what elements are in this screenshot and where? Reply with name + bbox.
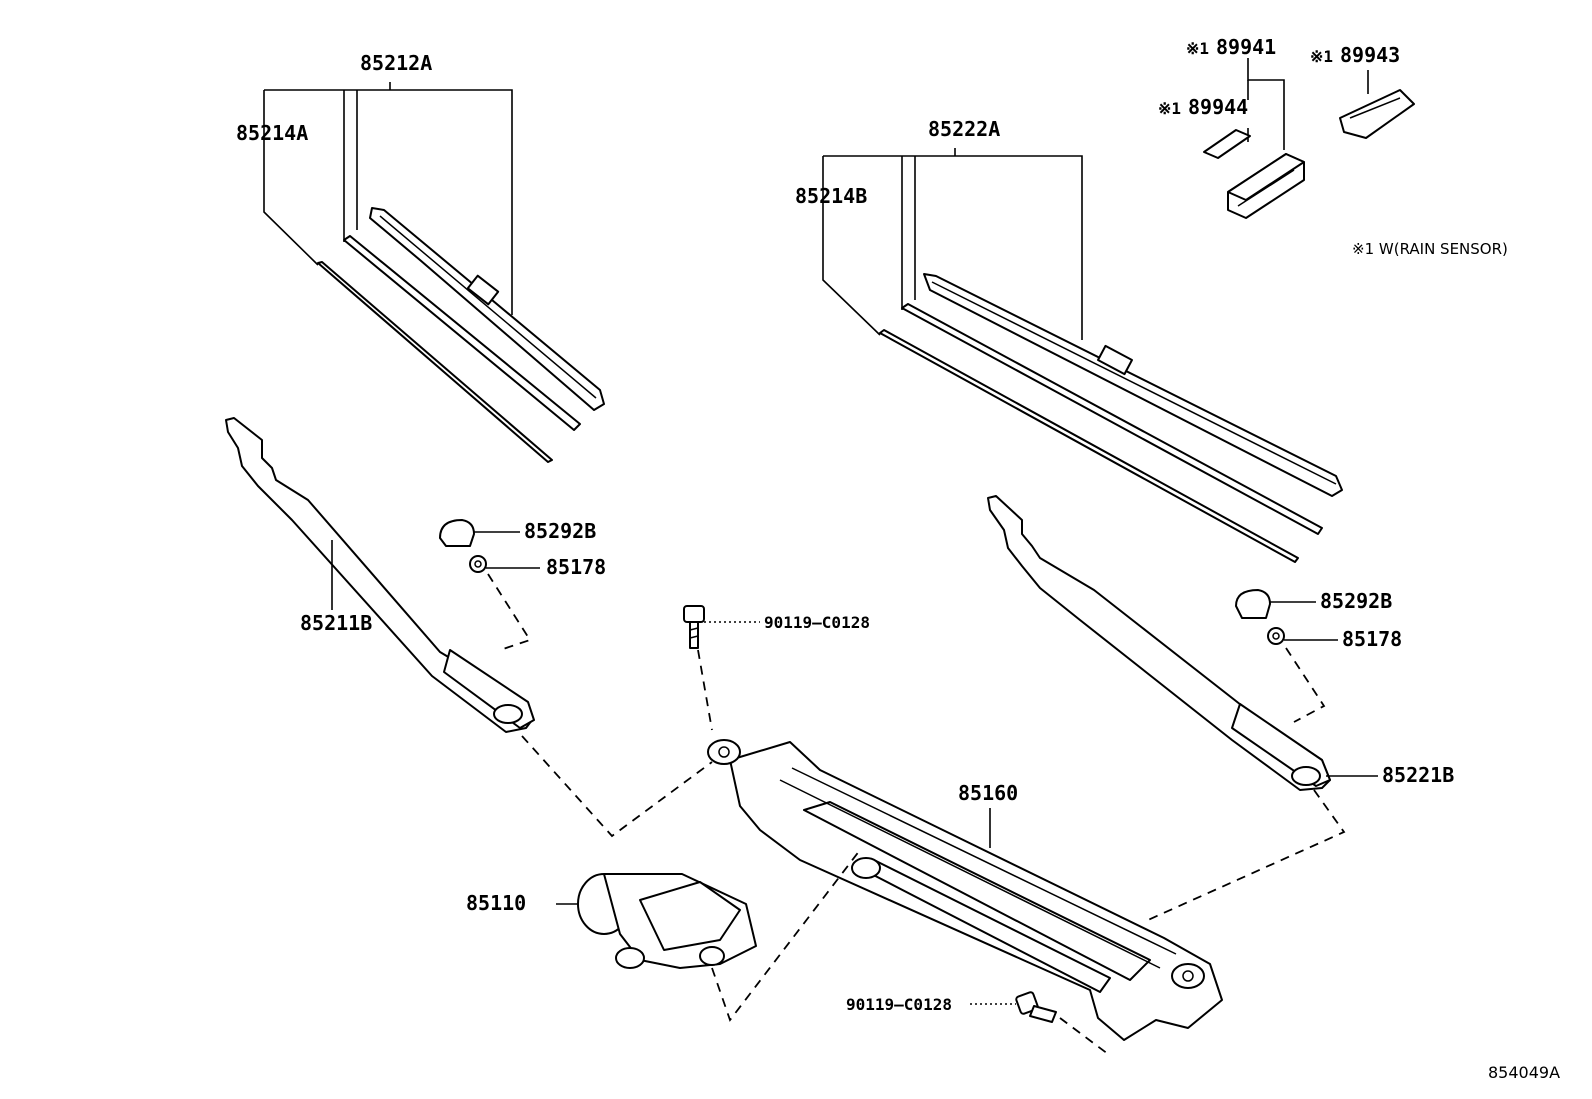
- left-nut-85178: [469, 555, 487, 573]
- left-blade-bracket-lines: [263, 82, 513, 315]
- diagram-reference-code: 854049A: [1488, 1063, 1560, 1082]
- label-85221B: 85221B: [1382, 763, 1454, 787]
- left-leaders: [331, 531, 713, 838]
- label-89943: 89943: [1340, 43, 1400, 67]
- label-90119-top: 90119–C0128: [764, 613, 870, 632]
- label-85110: 85110: [466, 891, 526, 915]
- right-blade-refill: [879, 329, 1299, 563]
- label-85214B: 85214B: [795, 184, 867, 208]
- right-nut-85178: [1267, 627, 1285, 645]
- right-wiper-arm: [987, 495, 1331, 791]
- marker-89944: ※1: [1158, 99, 1181, 118]
- label-85222A: 85222A: [928, 117, 1000, 141]
- note-rain-sensor: ※1 W(RAIN SENSOR): [1352, 240, 1508, 258]
- label-90119-bottom: 90119–C0128: [846, 995, 952, 1014]
- bottom-bolt-90119: [970, 991, 1109, 1055]
- left-blade-refill: [317, 261, 553, 463]
- right-wiper-blade: [901, 273, 1343, 535]
- right-blade-bracket-lines: [822, 148, 1083, 340]
- marker-89943: ※1: [1310, 47, 1333, 66]
- left-cap-85292B: [439, 519, 475, 547]
- rain-sensor-cover-89943: [1339, 70, 1415, 139]
- marker-89941: ※1: [1186, 39, 1209, 58]
- rain-sensor-89941-leader: [1247, 58, 1285, 150]
- label-85292B-right: 85292B: [1320, 589, 1392, 613]
- rain-sensor-pad-89944: [1203, 129, 1251, 159]
- left-wiper-blade: [343, 207, 605, 431]
- right-cap-85292B: [1235, 589, 1271, 619]
- label-89944: 89944: [1188, 95, 1248, 119]
- top-bolt-90119: [683, 605, 760, 731]
- label-85178-right: 85178: [1342, 627, 1402, 651]
- label-85292B-left: 85292B: [524, 519, 596, 543]
- left-wiper-arm: [225, 417, 535, 733]
- wiper-motor-85110: [556, 849, 861, 1022]
- label-85160: 85160: [958, 781, 1018, 805]
- label-85211B: 85211B: [300, 611, 372, 635]
- rain-sensor-89941: [1227, 153, 1305, 219]
- label-85212A: 85212A: [360, 51, 432, 75]
- label-85214A: 85214A: [236, 121, 308, 145]
- right-leaders: [1147, 601, 1378, 921]
- wiper-linkage-85160: [707, 739, 1223, 1041]
- label-85178-left: 85178: [546, 555, 606, 579]
- label-89941: 89941: [1216, 35, 1276, 59]
